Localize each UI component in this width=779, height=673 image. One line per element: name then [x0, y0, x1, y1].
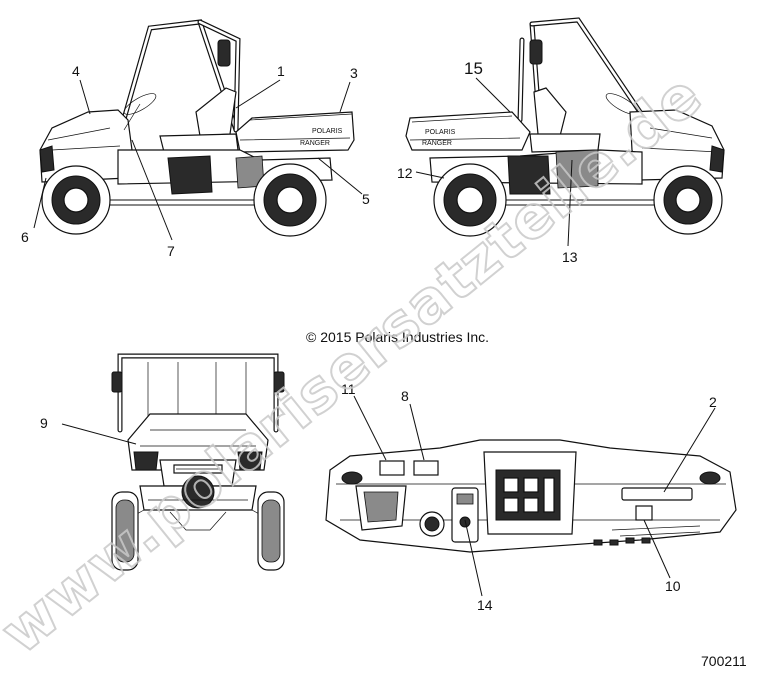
- callout-5: 5: [362, 191, 370, 207]
- decal-brand-text: POLARIS: [312, 128, 343, 135]
- decal-model-text-right: RANGER: [422, 140, 452, 147]
- callout-6: 6: [21, 229, 29, 245]
- leader-lines: [33, 77, 716, 597]
- callout-12: 12: [397, 165, 413, 181]
- callout-13: 13: [562, 249, 578, 265]
- decal-brand-text-right: POLARIS: [425, 129, 456, 136]
- callout-2: 2: [709, 394, 717, 410]
- callout-3: 3: [350, 65, 358, 81]
- callout-10: 10: [665, 578, 681, 594]
- callout-15: 15: [464, 59, 483, 78]
- document-number: 700211: [701, 653, 747, 669]
- callout-9: 9: [40, 415, 48, 431]
- callout-14: 14: [477, 597, 493, 613]
- copyright-text: © 2015 Polaris Industries Inc.: [306, 329, 489, 345]
- callout-labels: 1 2 3 4 5 6 7 8 9 10 11 12 13 14 15: [21, 59, 717, 613]
- vehicle-front-view: [111, 353, 285, 571]
- callout-8: 8: [401, 388, 409, 404]
- callout-1: 1: [277, 63, 285, 79]
- callout-11: 11: [341, 381, 356, 397]
- dashboard-view: [325, 439, 737, 553]
- vehicle-right-side-view: POLARIS RANGER: [405, 17, 725, 237]
- callout-4: 4: [72, 63, 80, 79]
- callout-7: 7: [167, 243, 175, 259]
- decal-model-text: RANGER: [300, 140, 330, 147]
- vehicle-left-side-view: POLARIS RANGER: [39, 19, 355, 237]
